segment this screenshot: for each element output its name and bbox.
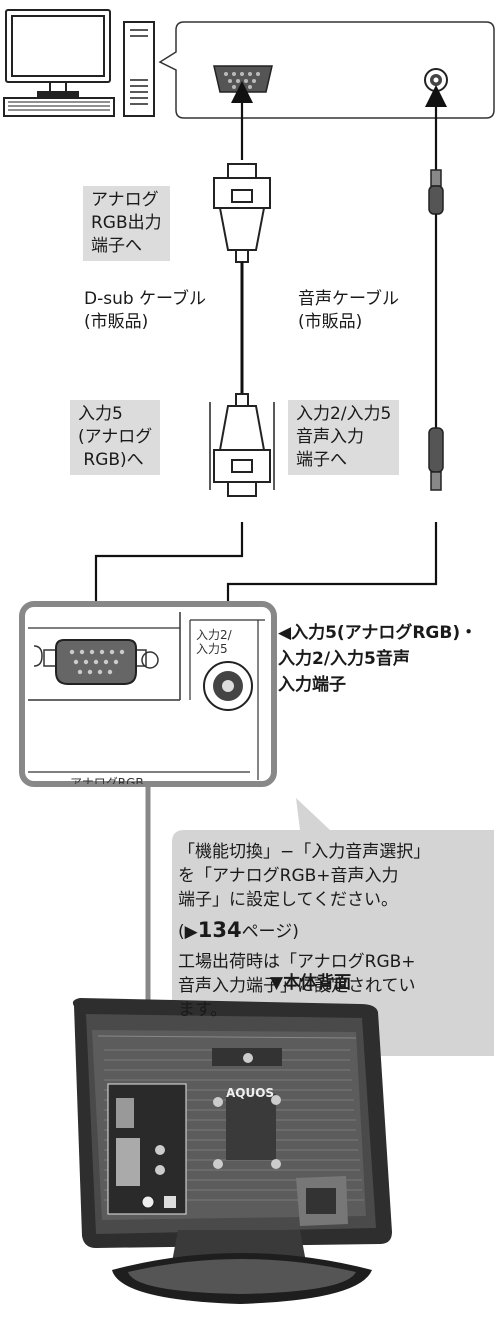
pc-output-label: アナログ RGB出力 端子へ [83, 186, 170, 261]
tv-back-illustration [72, 998, 392, 1304]
note-line2: 工場出荷時は「アナログRGB+ 音声入力端子」に設定されてい ます。 [178, 952, 416, 1020]
audio-plug-top-icon [428, 169, 444, 215]
note-line1: 「機能切換」−「入力音声選択」 を「アナログRGB+音声入力 端子」に設定してく… [178, 842, 431, 910]
note-box [172, 798, 494, 1056]
terminal-callout-label: ◀入力5(アナログRGB)・ 入力2/入力5音声 入力端子 [278, 623, 478, 695]
pc-tower-icon [123, 21, 155, 117]
note-ref: (▶134ページ) [178, 918, 478, 944]
note-ref-suffix: ページ) [241, 922, 299, 942]
pc-vga-port-icon [213, 65, 273, 93]
brand-logo: AQUOS [226, 1086, 275, 1100]
tv-vga-port-icon [55, 639, 137, 685]
audio-cable-label: 音声ケーブル (市販品) [298, 289, 399, 332]
panel-input-label: 入力2/ 入力5 [196, 628, 232, 656]
dsub-plug-bottom-icon [209, 393, 275, 497]
input2-5-audio-label: 入力2/入力5 音声入力 端子へ [288, 400, 400, 475]
back-view-label: ▼本体背面 [270, 973, 352, 993]
pc-monitor-icon [3, 9, 115, 117]
input5-label: 入力5 (アナログ RGB)へ [70, 400, 161, 475]
panel-rgb-label: アナログRGB [70, 776, 144, 784]
audio-plug-bottom-icon [428, 427, 444, 491]
tv-audio-jack-icon [203, 661, 253, 711]
note-ref-page: 134 [197, 918, 242, 942]
dsub-plug-top-icon [213, 163, 271, 263]
note-text: 「機能切換」−「入力音声選択」 を「アナログRGB+音声入力 端子」に設定してく… [178, 840, 478, 1028]
note-ref-prefix: (▶ [178, 922, 198, 942]
pc-connector-bubble [158, 21, 495, 119]
dsub-cable-label: D-sub ケーブル (市販品) [84, 289, 207, 332]
pc-audio-jack-icon [424, 68, 448, 92]
